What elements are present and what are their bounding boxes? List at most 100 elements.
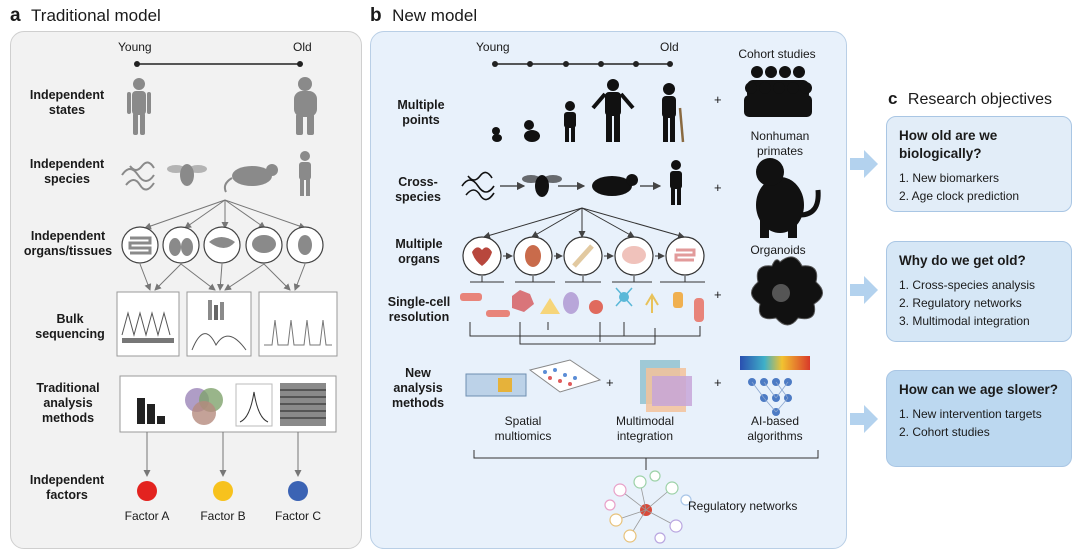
traditional-model-panel [10, 31, 362, 549]
objective-box-age-slower: How can we age slower? 1. New interventi… [886, 370, 1072, 467]
row-label-multiple-points: Multiple points [397, 98, 445, 127]
factor-a-label: Factor A [124, 509, 170, 523]
bulk-sequencing-box-3 [258, 291, 338, 357]
analysis-to-factors-arrows [143, 432, 302, 477]
species-to-organs-arrows-b [483, 207, 685, 239]
bulk-sequencing-box-1 [116, 291, 180, 357]
plus-sign-5: + [714, 375, 722, 390]
row-label-bulk-sequencing: Bulk sequencing [35, 312, 105, 341]
fly-black-icon [522, 175, 562, 197]
row-label-new-analysis: New analysis methods [391, 366, 445, 410]
objective-question: How old are we biologically? [899, 128, 998, 161]
panel-c-title: Research objectives [907, 91, 1052, 108]
objective-item: 2. Age clock prediction [899, 189, 1020, 203]
organ-kidney-icon [286, 226, 324, 264]
multimodal-cube-icon [640, 360, 692, 412]
mouse-icon [223, 164, 278, 193]
panel-b-letter: b [370, 5, 382, 26]
young-person-icon [127, 78, 151, 135]
row-label-single-cell: Single-cell resolution [387, 295, 451, 324]
objective-box-biological-age: How old are we biologically? 1. New biom… [886, 116, 1072, 212]
plus-sign-4: + [606, 375, 614, 390]
plus-sign-3: + [714, 287, 722, 302]
ai-algorithms-label: AI-based algorithms [747, 414, 803, 443]
factor-b-label: Factor B [200, 509, 246, 523]
organ-lungs-icon [162, 226, 200, 264]
panel-a-title: Traditional model [31, 6, 161, 25]
mouse-black-icon [592, 174, 638, 196]
bulk-sequencing-box-2 [186, 291, 252, 357]
objective-item: 1. New biomarkers [899, 171, 1000, 185]
human-icon [299, 151, 311, 196]
life-stages-icons [492, 79, 685, 143]
old-person-icon [294, 77, 317, 135]
factor-c-label: Factor C [274, 509, 321, 523]
panel-a-young-label: Young [118, 40, 152, 54]
plus-sign-1: + [714, 92, 722, 107]
panel-b-timeline [492, 61, 673, 67]
worm-black-icon [461, 171, 495, 201]
organ-liver-icon [203, 226, 241, 264]
organ-to-cell-links [469, 276, 705, 345]
species-to-organs-arrows [144, 199, 306, 230]
row-label-independent-species: Independent species [29, 157, 105, 186]
organ-brain-icon [245, 226, 283, 264]
organs-to-bulk-arrows [139, 263, 306, 291]
factor-dots [137, 481, 308, 501]
single-cells-icons [460, 287, 704, 322]
row-label-cross-species: Cross-species [395, 175, 441, 204]
objective-item: 1. Cross-species analysis [899, 278, 1036, 292]
row-label-traditional-analysis: Traditional analysis methods [36, 381, 100, 425]
organoids-label: Organoids [750, 243, 806, 257]
ai-network-icon [740, 356, 810, 416]
worm-icon [121, 161, 155, 191]
spatial-multiomics-icon [465, 359, 602, 397]
organoid-icon [751, 256, 823, 326]
row-label-independent-states: Independent states [29, 88, 105, 117]
panel-b-heading: b New model [370, 5, 477, 27]
objective-arrows [850, 150, 878, 433]
nonhuman-primates-label: Nonhuman primates [750, 129, 810, 158]
multimodal-integration-label: Multimodal integration [615, 414, 675, 443]
panel-a-letter: a [10, 5, 21, 26]
objective-item: 2. Cohort studies [899, 425, 990, 439]
organ-heart-icon [462, 236, 502, 276]
organ-bone-icon [563, 236, 603, 276]
panel-a-heading: a Traditional model [10, 5, 161, 27]
objective-item: 1. New intervention targets [899, 407, 1042, 421]
cohort-studies-label: Cohort studies [738, 47, 816, 61]
panel-c-letter: c [888, 89, 898, 108]
panel-b-title: New model [392, 6, 478, 25]
methods-bracket [473, 450, 819, 470]
factor-dot [213, 481, 233, 501]
panel-c-heading: c Research objectives [888, 89, 1052, 109]
traditional-analysis-box [119, 375, 337, 433]
fly-icon [167, 164, 207, 186]
objective-item: 3. Multimodal integration [899, 314, 1030, 328]
spatial-multiomics-label: Spatial multiomics [494, 414, 552, 443]
regulatory-network-icon [604, 470, 692, 544]
row-label-independent-organs: Independent organs/tissues [23, 229, 113, 258]
organ-intestine-color-icon [665, 236, 705, 276]
plus-sign-2: + [714, 180, 722, 195]
organ-brain-color-icon [614, 236, 654, 276]
panel-a-old-label: Old [293, 40, 312, 54]
objective-item: 2. Regulatory networks [899, 296, 1022, 310]
row-label-independent-factors: Independent factors [29, 473, 105, 502]
objective-box-why-old: Why do we get old? 1. Cross-species anal… [886, 241, 1072, 342]
human-black-icon [670, 160, 682, 205]
objective-question: Why do we get old? [899, 253, 1026, 268]
factor-dot [137, 481, 157, 501]
panel-b-young-label: Young [476, 40, 510, 54]
panel-a-timeline [134, 61, 303, 67]
organ-kidney-color-icon [513, 236, 553, 276]
objective-question: How can we age slower? [899, 382, 1059, 397]
panel-b-old-label: Old [660, 40, 679, 54]
factor-dot [288, 481, 308, 501]
cohort-crowd-icon [744, 66, 812, 117]
organ-intestine-icon [121, 226, 159, 264]
regulatory-networks-label: Regulatory networks [688, 499, 798, 513]
row-label-multiple-organs: Multiple organs [395, 237, 443, 266]
primate-icon [756, 158, 821, 238]
